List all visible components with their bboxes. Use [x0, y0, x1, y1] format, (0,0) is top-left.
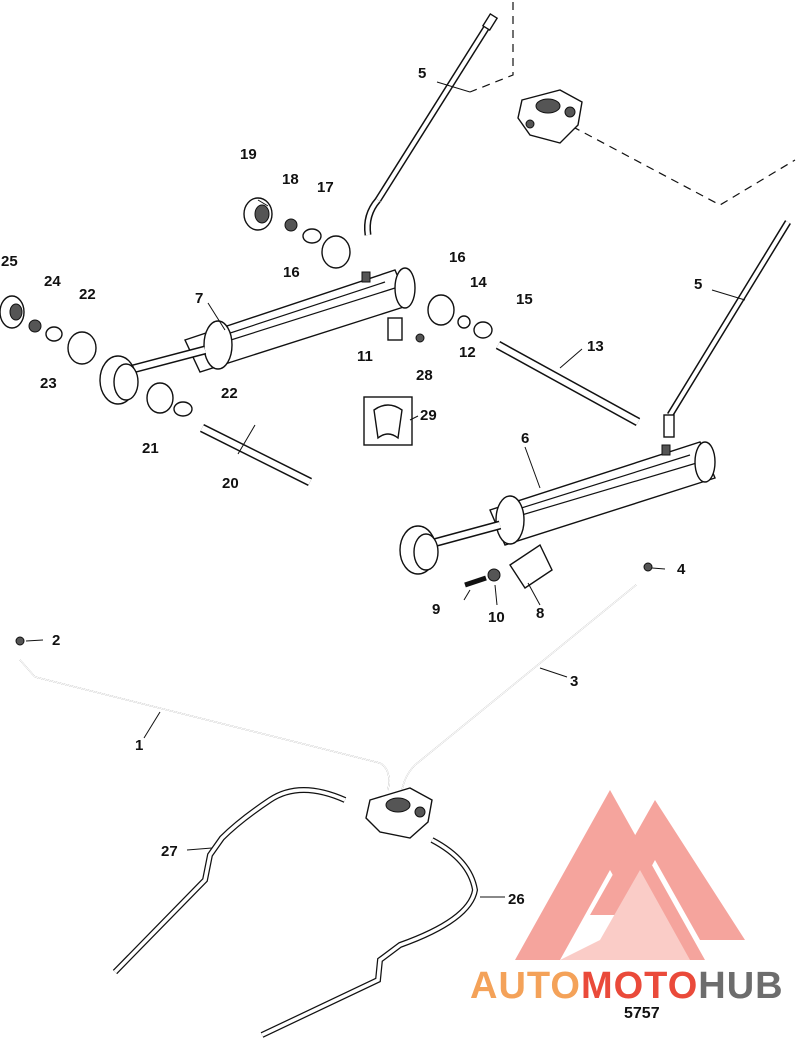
lower-pump-valve: [365, 787, 433, 839]
hose-5-right: [663, 220, 791, 438]
tubes-1-3: [15, 584, 637, 791]
callout-16a: 16: [449, 249, 466, 266]
callout-4: 4: [677, 561, 686, 578]
callout-11: 11: [357, 348, 373, 365]
brand-auto: AUTO: [470, 965, 581, 1007]
cylinder-6: [399, 441, 716, 575]
callout-6: 6: [521, 430, 529, 447]
callout-labels: 1 2 3 4 5 5 6 7 8 9 10 11 12 13 14 15 16…: [1, 65, 702, 908]
callout-10: 10: [488, 609, 505, 626]
part-29-box: [363, 396, 413, 446]
callout-5b: 5: [694, 276, 702, 293]
svg-text:AUTOMOTOHUB: AUTOMOTOHUB: [470, 965, 784, 1007]
callout-22b: 22: [221, 385, 238, 402]
cylinder-7: [99, 267, 416, 405]
callout-28: 28: [416, 367, 433, 384]
callout-19: 19: [240, 146, 257, 163]
brand-hub: HUB: [698, 965, 783, 1007]
callout-23: 23: [40, 375, 57, 392]
callout-7: 7: [195, 290, 203, 307]
top-pump-valve: [517, 89, 583, 144]
callout-14: 14: [470, 274, 487, 291]
callout-13: 13: [587, 338, 604, 355]
callout-15: 15: [516, 291, 533, 308]
callout-21: 21: [142, 440, 159, 457]
leader-lines: [25, 81, 746, 898]
small-parts-lower: [464, 543, 653, 589]
callout-16b: 16: [283, 264, 300, 281]
callout-29: 29: [420, 407, 437, 424]
figure-number: 5757: [624, 1005, 660, 1022]
callout-8: 8: [536, 605, 544, 622]
callout-1: 1: [135, 737, 143, 754]
brand-wordmark: AUTOMOTOHUB: [470, 965, 784, 1007]
brand-logo: [515, 790, 745, 960]
callout-22a: 22: [79, 286, 96, 303]
hoses-26-27: [112, 787, 479, 1038]
brand-moto: MOTO: [581, 965, 698, 1007]
callout-5a: 5: [418, 65, 426, 82]
callout-3: 3: [570, 673, 578, 690]
callout-24: 24: [44, 273, 61, 290]
dashed-outline: [469, 2, 796, 206]
callout-17: 17: [317, 179, 334, 196]
callout-20: 20: [222, 475, 239, 492]
callout-25: 25: [1, 253, 18, 270]
callout-12: 12: [459, 344, 476, 361]
callout-9: 9: [432, 601, 440, 618]
small-parts-upper: [0, 197, 493, 417]
callout-18: 18: [282, 171, 299, 188]
callout-26: 26: [508, 891, 525, 908]
shafts: [199, 341, 641, 487]
callout-27: 27: [161, 843, 178, 860]
callout-2: 2: [52, 632, 60, 649]
hose-5-upper: [364, 12, 499, 236]
